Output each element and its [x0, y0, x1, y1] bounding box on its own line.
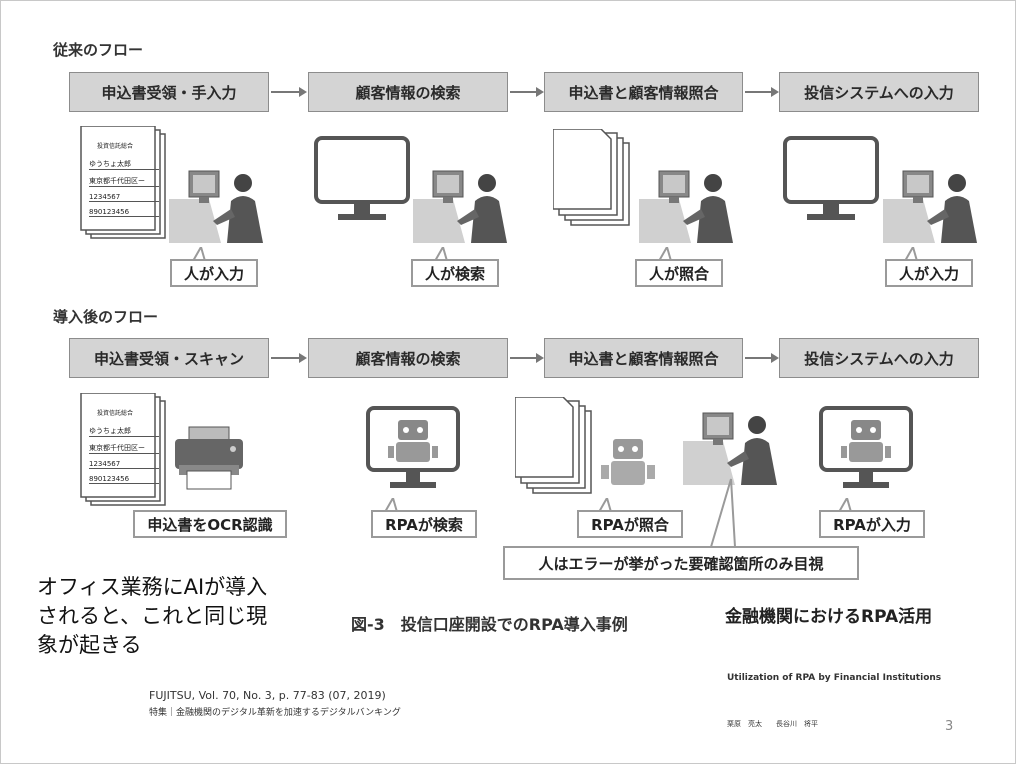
form-line: ゆうちょ太郎: [89, 159, 159, 170]
arrow-icon: [510, 353, 544, 363]
after-step-3: 申込書と顧客情報照合: [544, 338, 743, 378]
before-label-4: 人が入力: [885, 259, 973, 287]
after-label-4: RPAが入力: [819, 510, 925, 538]
before-step-3: 申込書と顧客情報照合: [544, 72, 743, 112]
after-label-2: RPAが検索: [371, 510, 477, 538]
arrow-icon: [271, 353, 307, 363]
before-label-2: 人が検索: [411, 259, 499, 287]
person-at-computer-icon: [639, 170, 733, 243]
form-line: ゆうちょ太郎: [89, 426, 159, 437]
form-line: 東京都千代田区ー: [89, 176, 159, 187]
arrow-icon: [745, 87, 779, 97]
before-flow-title: 従来のフロー: [53, 41, 144, 59]
article-title-en: Utilization of RPA by Financial Institut…: [727, 673, 942, 683]
citation-journal: FUJITSU, Vol. 70, No. 3, p. 77-83 (07, 2…: [149, 689, 386, 702]
bubble-tail-icon: [383, 498, 399, 512]
monitor-icon: [783, 136, 879, 220]
person-at-computer-icon: [883, 170, 977, 243]
rpa-robot-monitor-icon: [819, 406, 913, 488]
before-label-1: 人が入力: [170, 259, 258, 287]
rpa-robot-monitor-icon: [366, 406, 460, 488]
after-step-2: 顧客情報の検索: [308, 338, 508, 378]
arrow-icon: [510, 87, 544, 97]
bubble-tail-icon: [657, 247, 673, 261]
printer-scanner-icon: [175, 426, 243, 490]
form-lines: ゆうちょ太郎 東京都千代田区ー 1234567 890123456: [89, 426, 159, 484]
after-label-3: RPAが照合: [577, 510, 683, 538]
form-line: 890123456: [89, 475, 159, 484]
bubble-tail-icon: [191, 247, 207, 261]
bubble-tail-icon: [837, 498, 853, 512]
document-stack-icon: [553, 129, 630, 226]
document-stack-icon: [515, 397, 592, 494]
authors: 栗原 亮太 長谷川 将平: [727, 720, 818, 728]
before-step-4: 投信システムへの入力: [779, 72, 979, 112]
rpa-robot-icon: [601, 439, 655, 485]
person-at-computer-icon: [169, 170, 263, 243]
after-flow-title: 導入後のフロー: [53, 308, 159, 326]
before-step-1: 申込書受領・手入力: [69, 72, 269, 112]
person-at-computer-icon: [413, 170, 507, 243]
article-title: 金融機関におけるRPA活用: [725, 607, 933, 627]
arrow-icon: [745, 353, 779, 363]
form-line: 1234567: [89, 193, 159, 202]
arrow-icon: [271, 87, 307, 97]
figure-caption: 図-3 投信口座開設でのRPA導入事例: [351, 615, 628, 634]
page-number: 3: [945, 719, 954, 734]
after-step-1: 申込書受領・スキャン: [69, 338, 269, 378]
form-line: 1234567: [89, 460, 159, 469]
form-title: 投資信託総合: [97, 410, 134, 417]
human-check-callout: 人はエラーが挙がった要確認箇所のみ目視: [503, 546, 859, 580]
callout-tail-icon: [709, 478, 737, 548]
form-line: 890123456: [89, 208, 159, 217]
bubble-tail-icon: [903, 247, 919, 261]
overlay-text: オフィス業務にAIが導入されると、これと同じ現象が起きる: [37, 575, 268, 657]
form-lines: ゆうちょ太郎 東京都千代田区ー 1234567 890123456: [89, 159, 159, 217]
after-step-4: 投信システムへの入力: [779, 338, 979, 378]
form-line: 東京都千代田区ー: [89, 443, 159, 454]
form-title: 投資信託総合: [97, 143, 134, 150]
bubble-tail-icon: [433, 247, 449, 261]
person-at-computer-icon: [683, 412, 777, 485]
before-label-3: 人が照合: [635, 259, 723, 287]
bubble-tail-icon: [597, 498, 613, 512]
before-step-2: 顧客情報の検索: [308, 72, 508, 112]
citation-feature: 特集｜金融機関のデジタル革新を加速するデジタルバンキング: [149, 708, 401, 718]
after-label-1: 申込書をOCR認識: [133, 510, 287, 538]
monitor-icon: [314, 136, 410, 220]
